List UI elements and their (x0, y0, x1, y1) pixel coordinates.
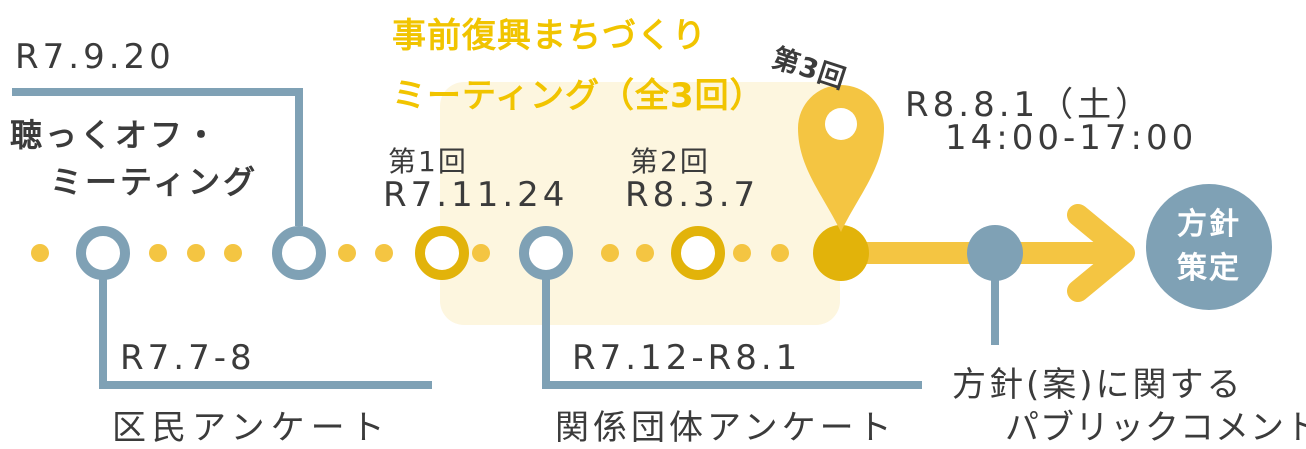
resident-survey-node (76, 226, 130, 280)
meeting2-date: R8.3.7 (625, 175, 760, 215)
kickoff-date: R7.9.20 (15, 37, 175, 77)
public-comment-label-line1: 方針(案)に関する (952, 365, 1244, 405)
resident-survey-connector (99, 275, 432, 389)
meeting3-date: R8.8.1（土） (905, 85, 1154, 125)
meeting3-node (813, 225, 869, 281)
meeting1-node (415, 226, 469, 280)
map-pin-icon (798, 85, 884, 232)
policy-line1: 方針 (1177, 207, 1241, 242)
meeting-title-line1: 事前復興まちづくり (392, 16, 707, 56)
meeting1-title: 第1回 (388, 145, 468, 178)
resident-survey-label: 区民アンケート (112, 408, 391, 448)
group-survey-date: R7.12-R8.1 (572, 338, 802, 378)
policy-badge: 方針 策定 (1146, 184, 1272, 310)
meeting-title-line2: ミーティング（全3回） (392, 76, 765, 116)
arrow-head-icon (1067, 204, 1135, 302)
timeline-dots (31, 244, 789, 262)
kickoff-connector (12, 88, 303, 226)
meeting2-title: 第2回 (630, 145, 710, 178)
group-survey-label: 関係団体アンケート (555, 408, 896, 448)
policy-circle (1146, 184, 1272, 310)
public-comment-label-line2: パブリックコメント (1005, 408, 1306, 448)
kickoff-label-line2: ミーティング (50, 163, 259, 201)
kickoff-node (272, 226, 326, 280)
kickoff-label-line1: 聴っくオフ・ (10, 116, 221, 154)
public-comment-node (967, 225, 1023, 281)
meeting2-node (671, 226, 725, 280)
meeting1-date: R7.11.24 (383, 175, 569, 215)
group-survey-node (519, 226, 573, 280)
policy-line2: 策定 (1177, 251, 1241, 286)
resident-survey-date: R7.7-8 (120, 338, 256, 378)
group-survey-connector (542, 275, 922, 389)
meeting3-time: 14:00-17:00 (945, 118, 1198, 158)
